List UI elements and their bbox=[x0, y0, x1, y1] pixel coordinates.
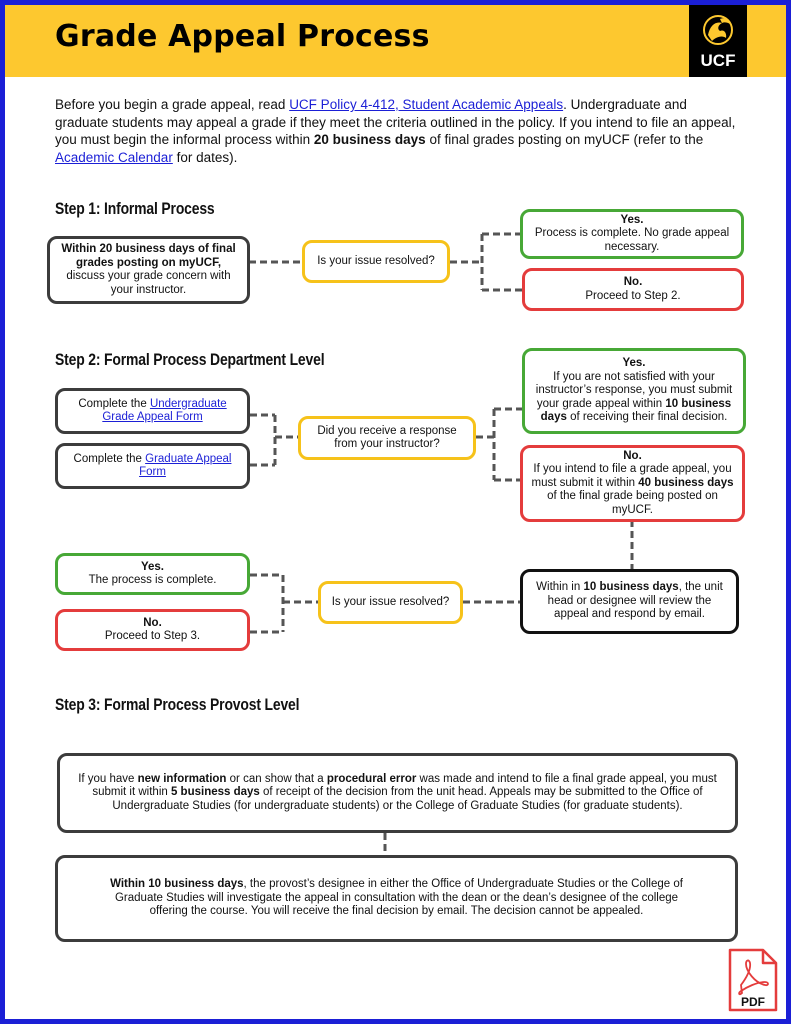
pdf-label: PDF bbox=[741, 995, 765, 1009]
step2-question-box: Did you receive a response from your ins… bbox=[298, 416, 476, 460]
graduate-appeal-form-link[interactable]: Graduate Appeal Form bbox=[139, 452, 232, 479]
academic-calendar-link[interactable]: Academic Calendar bbox=[55, 149, 173, 165]
step3-provost-box: Within 10 business days, the provost’s d… bbox=[55, 855, 738, 942]
step3-submit-box: If you have new information or can show … bbox=[57, 753, 738, 833]
pdf-download-icon[interactable]: PDF bbox=[727, 947, 779, 1013]
step1-yes-box: Yes. Process is complete. No grade appea… bbox=[520, 209, 744, 259]
step1-title: Step 1: Informal Process bbox=[55, 199, 215, 218]
pegasus-emblem-icon bbox=[703, 15, 733, 45]
page-title: Grade Appeal Process bbox=[55, 19, 430, 54]
step1-no-box: No. Proceed to Step 2. bbox=[522, 268, 744, 311]
step2-no-box: No. If you intend to file a grade appeal… bbox=[520, 445, 745, 522]
policy-link[interactable]: UCF Policy 4-412, Student Academic Appea… bbox=[289, 97, 564, 112]
step1-question-box: Is your issue resolved? bbox=[302, 240, 450, 283]
header-banner: Grade Appeal Process UCF bbox=[5, 5, 786, 77]
logo-text: UCF bbox=[700, 51, 736, 70]
step2-title: Step 2: Formal Process Department Level bbox=[55, 350, 325, 369]
step2-no2-box: No. Proceed to Step 3. bbox=[55, 609, 250, 651]
undergraduate-grade-appeal-form-link[interactable]: Undergraduate Grade Appeal Form bbox=[102, 397, 227, 424]
step2-yes-box: Yes. If you are not satisfied with your … bbox=[522, 348, 746, 434]
unit-head-review-box: Within in 10 business days, the unit hea… bbox=[520, 569, 739, 634]
step1-start-box: Within 20 business days of final grades … bbox=[47, 236, 250, 304]
ucf-logo: UCF bbox=[689, 5, 747, 77]
step2-yes2-box: Yes. The process is complete. bbox=[55, 553, 250, 595]
step3-title: Step 3: Formal Process Provost Level bbox=[55, 695, 300, 714]
undergraduate-form-box: Complete the Undergraduate Grade Appeal … bbox=[55, 388, 250, 434]
step2-question2-box: Is your issue resolved? bbox=[318, 581, 463, 624]
graduate-form-box: Complete the Graduate Appeal Form bbox=[55, 443, 250, 489]
intro-paragraph: Before you begin a grade appeal, read UC… bbox=[55, 97, 736, 165]
